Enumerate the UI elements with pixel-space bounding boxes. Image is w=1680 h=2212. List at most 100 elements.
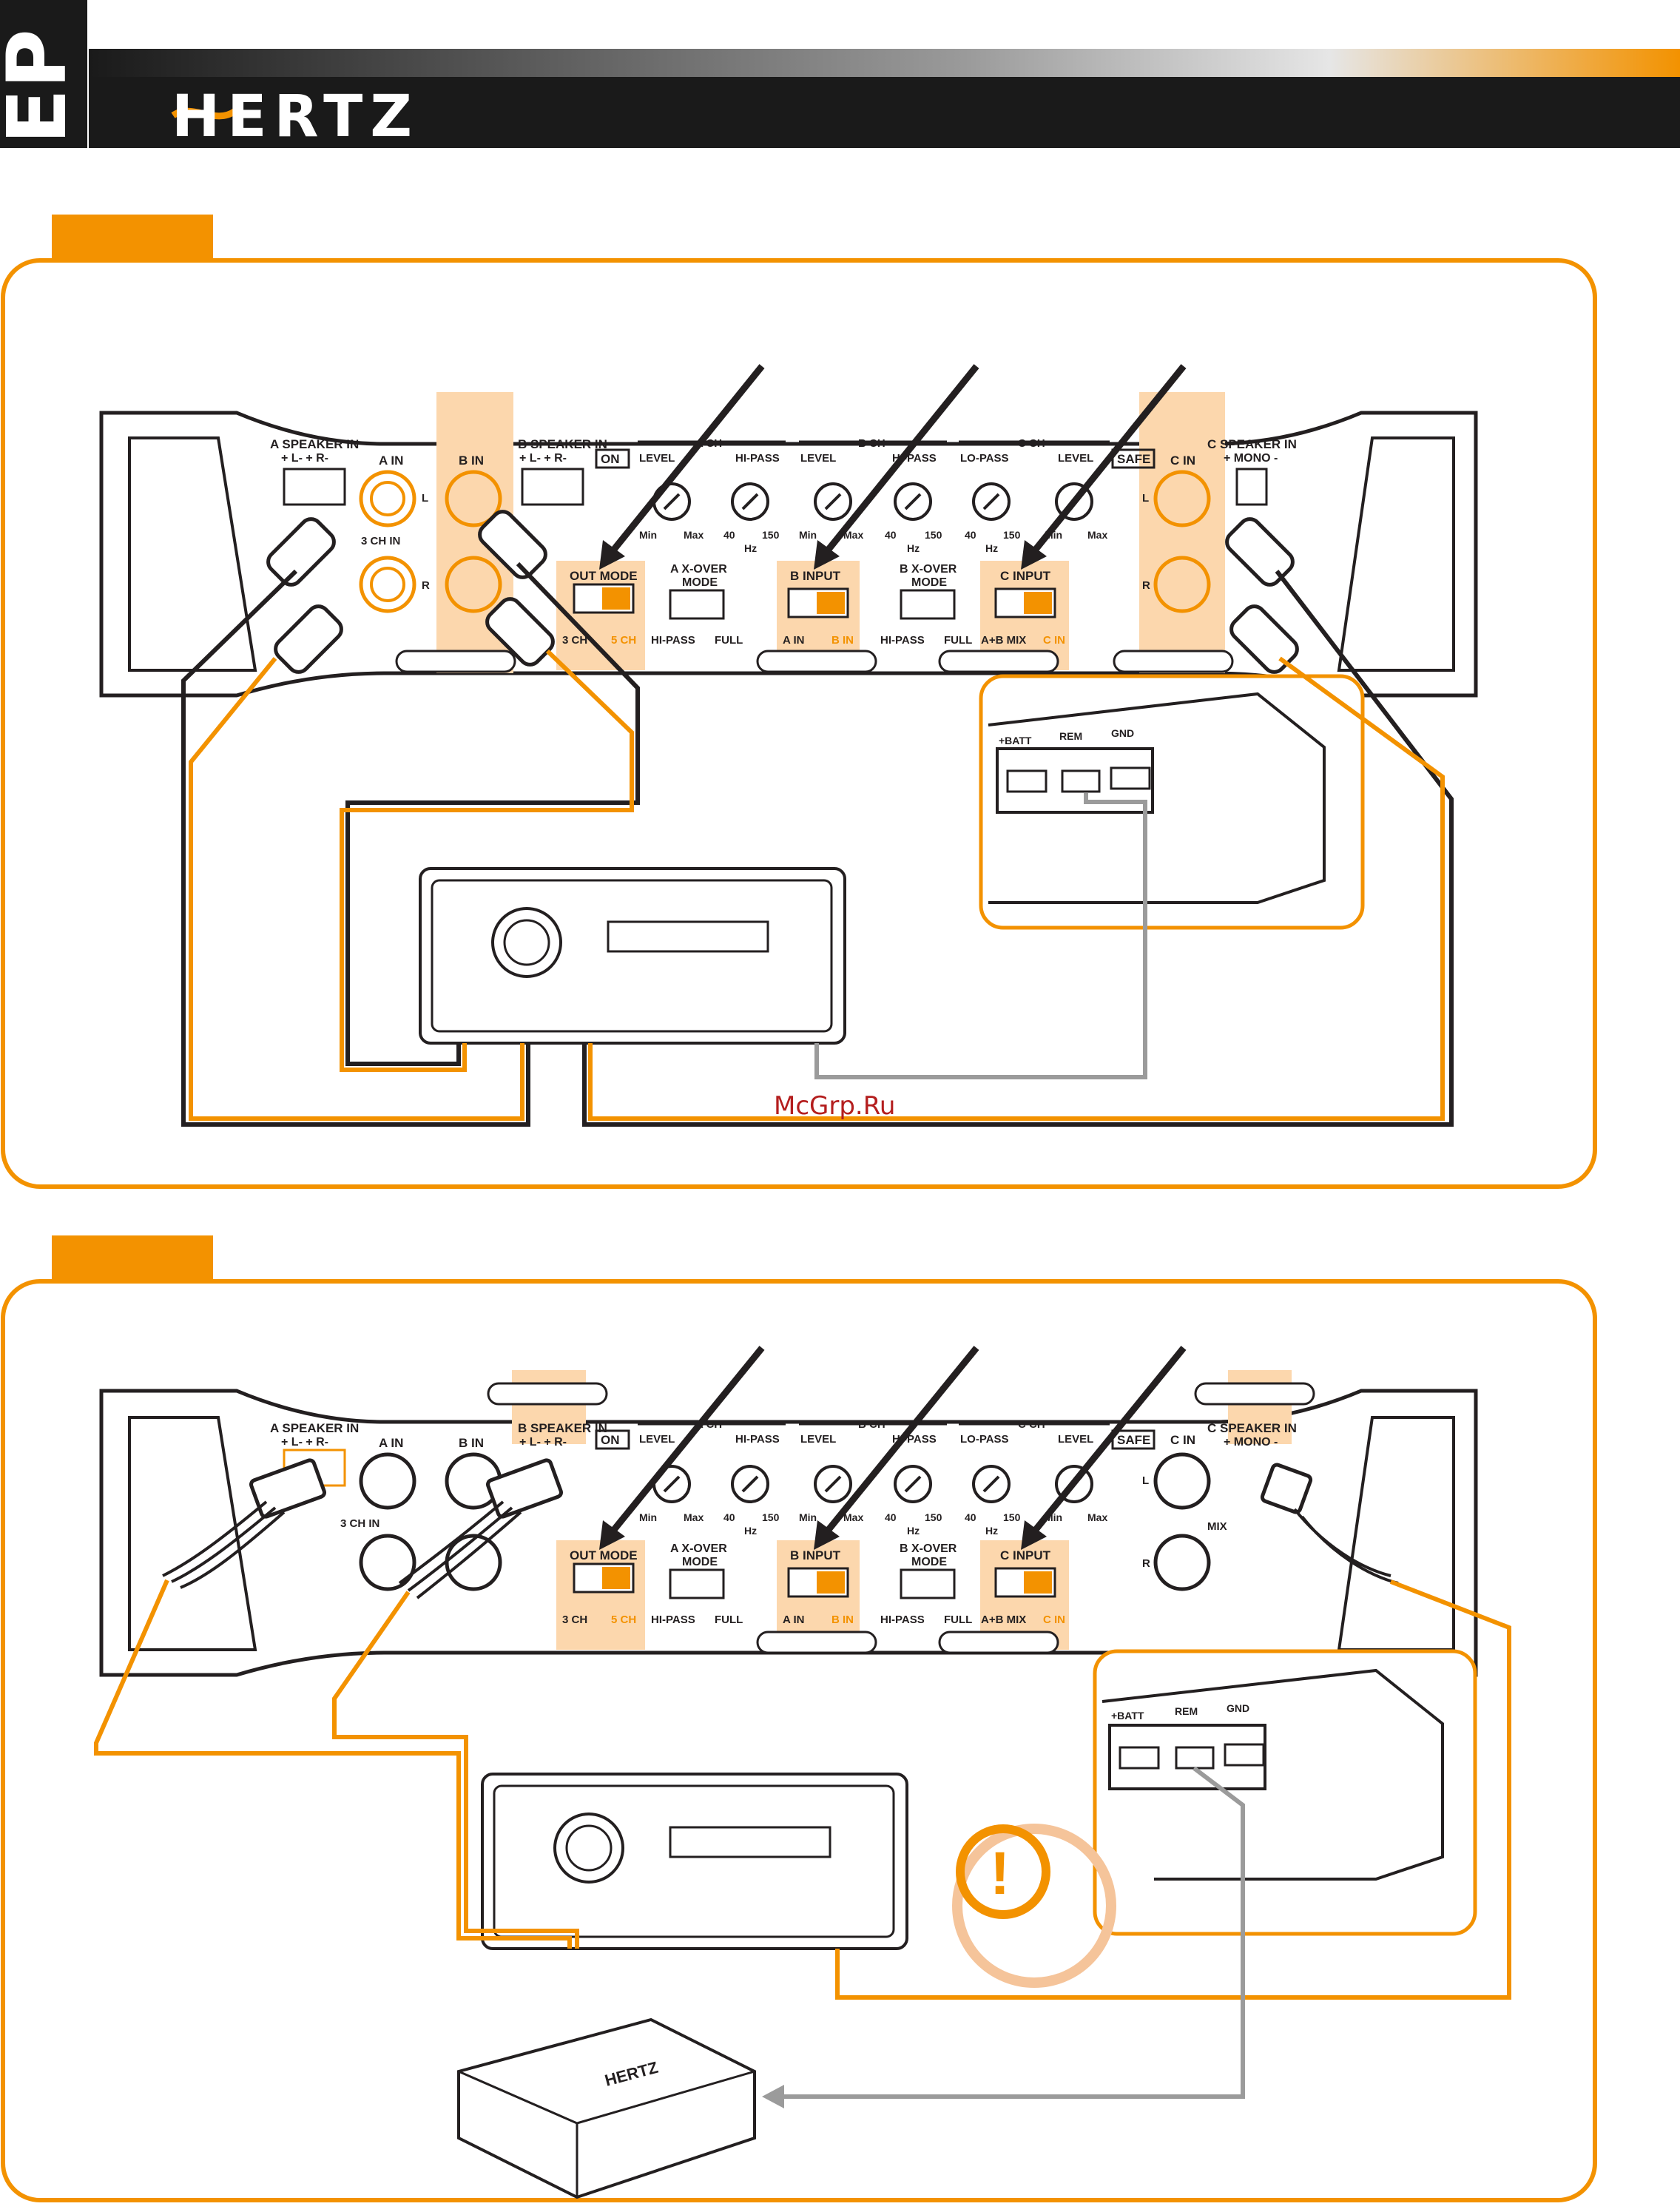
b-in-l-jack[interactable]: [445, 470, 502, 527]
head-unit-display: [607, 920, 769, 953]
c-in-l-jack-2[interactable]: [1153, 1452, 1211, 1510]
c-input-switch-slider-2: [1024, 1571, 1052, 1594]
c-in-r-jack[interactable]: [1153, 556, 1211, 613]
b-input-label: B INPUT: [790, 569, 841, 583]
c-ch-label: C CH: [1018, 437, 1045, 450]
rem-terminal[interactable]: [1061, 769, 1101, 793]
b-level-label: LEVEL: [800, 452, 836, 465]
a-min-label: Min: [639, 529, 657, 541]
out-mode-label-2: OUT MODE: [570, 1548, 638, 1562]
three-ch-in-label-2: 3 CH IN: [340, 1517, 379, 1530]
wire-b-orange: [340, 649, 634, 1072]
c-in-r-jack-2[interactable]: [1153, 1534, 1211, 1591]
b-xover-mode-label: MODE: [911, 576, 947, 589]
b-input-switch-slider: [817, 592, 845, 614]
b-level-knob[interactable]: [814, 482, 852, 521]
c-hz-label-2: Hz: [985, 1525, 998, 1537]
b-150-label-2: 150: [925, 1511, 942, 1523]
remote-amplifier: HERTZ: [457, 2017, 756, 2199]
a-xover-switch-2[interactable]: [669, 1568, 725, 1599]
a-in-l-jack-2[interactable]: [359, 1452, 416, 1510]
b-hi-pass-knob-2[interactable]: [894, 1465, 932, 1503]
a-hi-pass-knob-2[interactable]: [731, 1465, 769, 1503]
section-2-frame: [1, 1279, 1597, 2202]
header-gradient-strip: [89, 49, 1680, 77]
c-input-c-in-label-2: C IN: [1043, 1614, 1065, 1626]
right-vent: [1337, 436, 1455, 672]
wire-c-black: [582, 570, 1454, 1127]
out-mode-5ch-label: 5 CH: [611, 634, 636, 647]
b-speaker-connector: [521, 468, 584, 506]
b-hi-pass-knob[interactable]: [894, 482, 932, 521]
section-1-tab: [52, 215, 213, 259]
head-unit-volume-knob-2[interactable]: [553, 1813, 624, 1884]
a-in-l-jack[interactable]: [359, 470, 416, 527]
b-40-label-2: 40: [885, 1511, 897, 1523]
b-level-label-2: LEVEL: [800, 1433, 836, 1446]
b-input-b-in-label-2: B IN: [831, 1614, 854, 1626]
b-xover-switch[interactable]: [900, 589, 956, 620]
batt-terminal[interactable]: [1006, 769, 1048, 793]
head-unit-volume-knob[interactable]: [491, 907, 562, 978]
amp-bottom-slot-2: [756, 650, 877, 673]
c-in-l-jack[interactable]: [1153, 470, 1211, 527]
c-lo-pass-knob[interactable]: [972, 482, 1011, 521]
b-hz-label-2: Hz: [907, 1525, 920, 1537]
a-in-r-jack[interactable]: [359, 556, 416, 613]
amp-top-slot-2: [1194, 1382, 1315, 1406]
a-hi-pass-knob[interactable]: [731, 482, 769, 521]
wire-c-orange: [588, 656, 1445, 1121]
watermark-text: McGrp.Ru: [774, 1091, 895, 1121]
page-header: EP HERTZ: [0, 0, 1680, 150]
on-indicator-2: ON: [601, 1433, 620, 1447]
side-tab-label: EP: [0, 29, 84, 144]
out-mode-label: OUT MODE: [570, 569, 638, 583]
a-xover-full-label: FULL: [715, 634, 743, 647]
c-max-label-2: Max: [1087, 1511, 1107, 1523]
gnd-terminal-2[interactable]: [1224, 1743, 1265, 1767]
section-2-tab: [52, 1235, 213, 1280]
b-150-label: 150: [925, 529, 942, 541]
batt-terminal-label: +BATT: [999, 735, 1032, 746]
l-label: L: [422, 492, 428, 505]
c-input-label-2: C INPUT: [1000, 1548, 1051, 1562]
b-level-knob-2[interactable]: [814, 1465, 852, 1503]
a-xover-switch[interactable]: [669, 589, 725, 620]
c-speaker-polarity-label: + MONO -: [1224, 452, 1278, 465]
rem-terminal-2[interactable]: [1175, 1746, 1215, 1770]
a-xover-mode-label: MODE: [682, 576, 718, 589]
a-xover-label-2: A X-OVER: [670, 1542, 727, 1555]
c-in-label: C IN: [1170, 453, 1195, 468]
safe-indicator-2: SAFE: [1117, 1433, 1150, 1447]
a-xover-mode-label-2: MODE: [682, 1556, 718, 1568]
c-lo-pass-knob-2[interactable]: [972, 1465, 1011, 1503]
b-xover-switch-2[interactable]: [900, 1568, 956, 1599]
c-input-ab-mix-label: A+B MIX: [981, 634, 1026, 647]
c-input-switch-slider: [1024, 592, 1052, 614]
side-tab: [0, 0, 87, 148]
b-xover-label-2: B X-OVER: [900, 1542, 957, 1555]
b-in-r-jack[interactable]: [445, 556, 502, 613]
section-1-frame: [1, 258, 1597, 1189]
b-min-label-2: Min: [799, 1511, 817, 1523]
c-in-label-2: C IN: [1170, 1433, 1195, 1447]
arrow-to-b-input-icon-2: [814, 1346, 979, 1550]
arrow-to-b-input-icon: [814, 364, 979, 570]
rem-terminal-label-2: REM: [1175, 1705, 1198, 1717]
three-ch-in-label: 3 CH IN: [361, 535, 400, 547]
gnd-terminal[interactable]: [1110, 766, 1151, 790]
c-150-label-2: 150: [1003, 1511, 1021, 1523]
batt-terminal-2[interactable]: [1119, 1746, 1160, 1770]
c-speaker-connector: [1235, 468, 1268, 506]
head-unit-display-2: [669, 1826, 831, 1858]
a-speaker-in-label: A SPEAKER IN: [270, 437, 359, 451]
a-in-r-jack-2[interactable]: [359, 1534, 416, 1591]
rca-plug-a-r-icon: [274, 604, 343, 674]
a-in-label-2: A IN: [379, 1436, 403, 1450]
a-level-label: LEVEL: [639, 452, 675, 465]
b-xover-full-label-2: FULL: [944, 1614, 972, 1626]
b-xover-full-label: FULL: [944, 634, 972, 647]
c-l-label-2: L: [1142, 1474, 1149, 1487]
a-in-l-jack-inner: [370, 481, 405, 516]
